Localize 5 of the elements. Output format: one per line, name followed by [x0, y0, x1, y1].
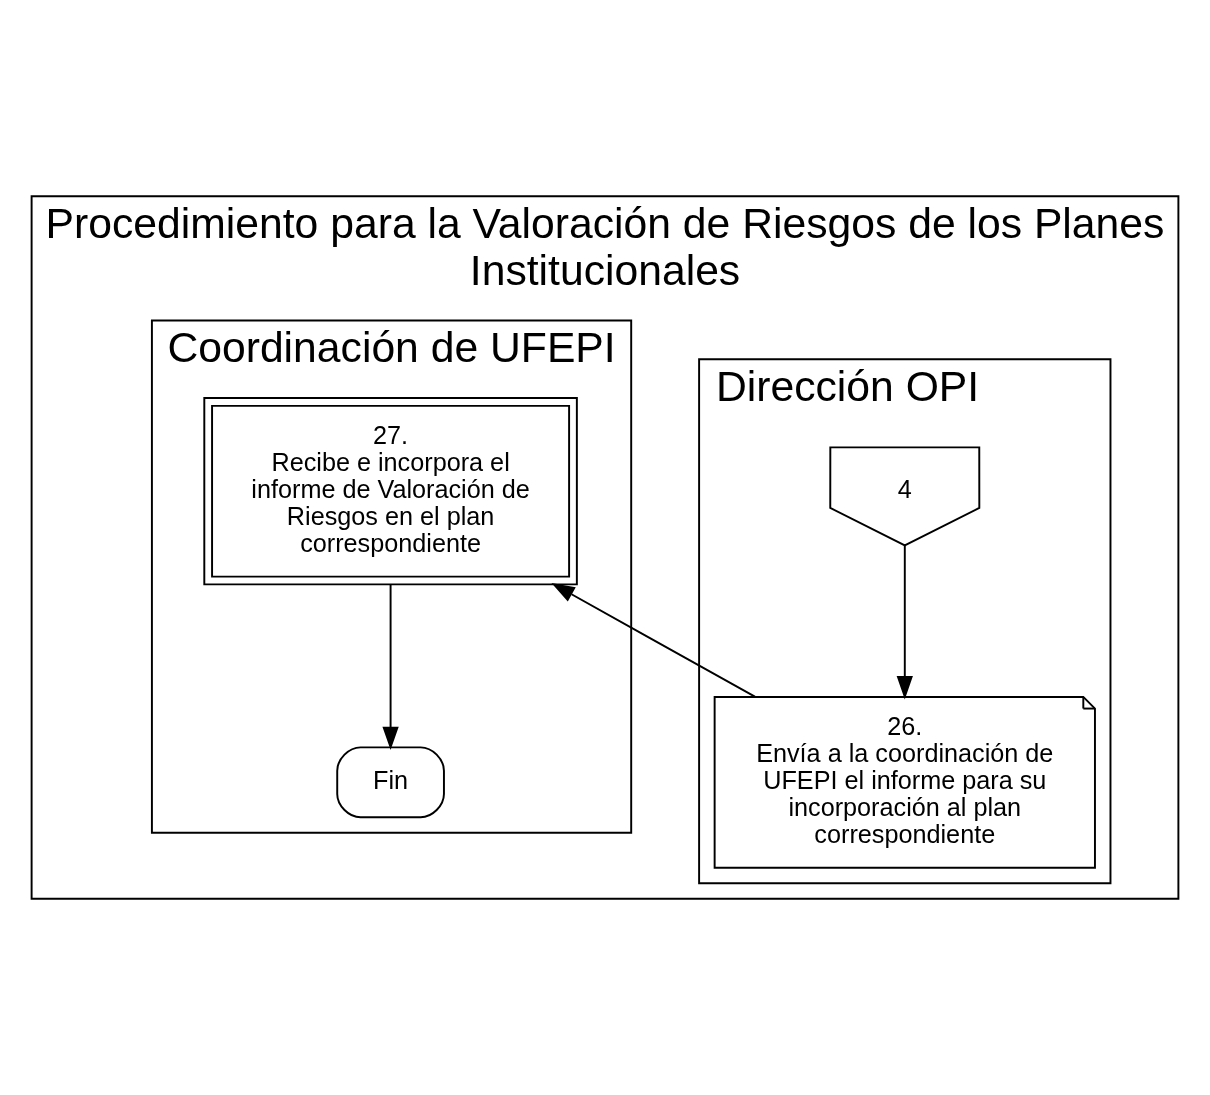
node-box: Fin [336, 746, 445, 819]
node-box: 27. Recibe e incorpora el informe de Valoración de Riesgos en el plan correspondiente [203, 397, 578, 586]
arrow [896, 544, 913, 700]
arrow [551, 583, 756, 698]
arrow [382, 583, 399, 751]
